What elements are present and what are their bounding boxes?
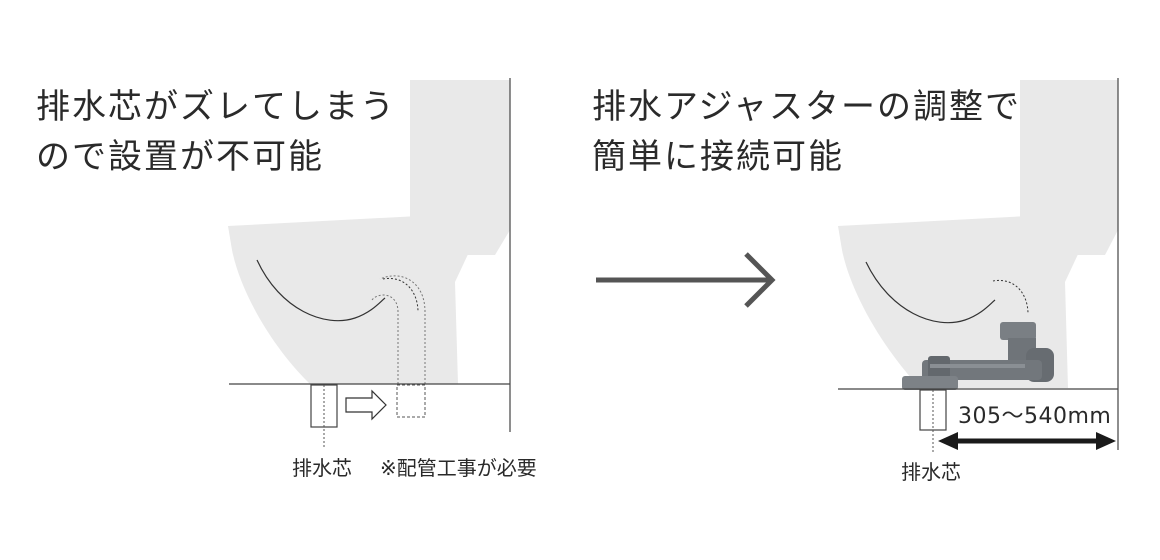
right-bowl-inner-curve — [865, 261, 996, 324]
right-heading-line1: 排水アジャスターの調整で — [592, 87, 1021, 127]
left-bowl-dotted-trap — [382, 277, 419, 313]
adjust-range-label: 305〜540mm — [958, 404, 1112, 429]
left-misaligned-outlet — [396, 384, 426, 418]
left-heading-line1: 排水芯がズレてしまう — [36, 87, 396, 127]
right-heading-line2: 簡単に接続可能 — [592, 137, 844, 177]
left-toilet-illustration — [228, 78, 511, 448]
right-bowl-dotted-trap — [992, 279, 1029, 315]
left-trap-tube — [371, 275, 426, 384]
right-toilet-bowl — [838, 212, 1105, 388]
left-heading-line2: ので設置が不可能 — [36, 137, 324, 177]
right-toilet-tank — [1020, 80, 1118, 255]
left-bowl-inner-curve — [256, 259, 386, 322]
left-toilet-bowl — [228, 212, 495, 384]
double-headed-arrow-icon — [938, 432, 1116, 450]
right-drain-label: 排水芯 — [901, 460, 961, 484]
right-toilet-illustration — [838, 78, 1119, 452]
left-drain-label: 排水芯 — [292, 456, 352, 480]
right-arrow-icon — [596, 252, 776, 308]
small-outline-arrow-icon — [345, 389, 387, 421]
left-toilet-tank — [410, 80, 510, 255]
right-heading: 排水アジャスターの調整で 簡単に接続可能 — [592, 82, 1021, 182]
drain-adjuster-pipe — [902, 322, 1054, 390]
left-heading: 排水芯がズレてしまう ので設置が不可能 — [36, 82, 396, 182]
piping-work-note: ※配管工事が必要 — [380, 456, 537, 480]
